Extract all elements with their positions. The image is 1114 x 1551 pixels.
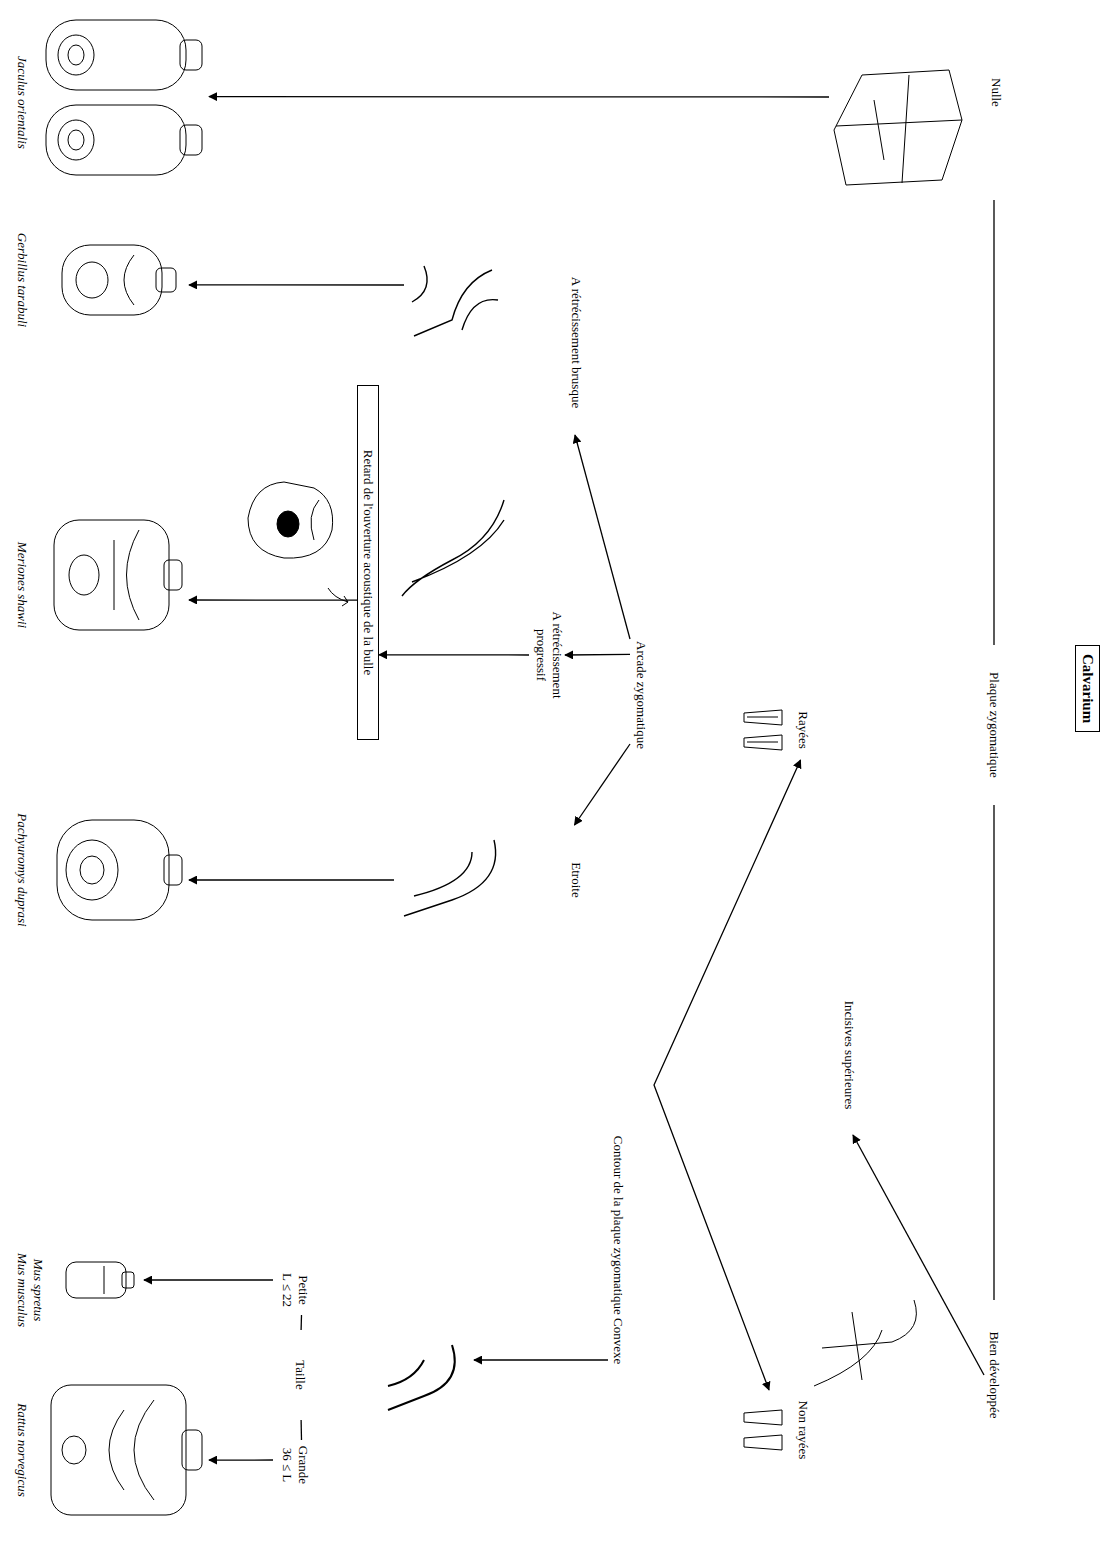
key-label: A rétrécissement brusque (568, 277, 584, 408)
connector-arrow (853, 1135, 984, 1375)
species-name: Pachyuromys duprasi (14, 813, 30, 926)
key-label: Arcade zygomatique (633, 641, 649, 749)
key-step: Incisives supérieures (839, 975, 859, 1135)
species-label-group: Rattus norvegicus (14, 1360, 209, 1540)
key-label: Incisives supérieures (841, 1001, 857, 1110)
note-box: Retard de l'ouverture acoustique de la b… (357, 385, 379, 740)
small-arrow (328, 588, 348, 606)
connector-arrow (144, 1279, 273, 1280)
key-label: Nulle (988, 78, 1004, 107)
acoustic-opening (277, 511, 299, 537)
connector-arrow (654, 760, 801, 1390)
key-step: Grande36 ≤ L (273, 1440, 311, 1490)
incisor-drawing (744, 1410, 782, 1450)
incisor-drawing (744, 710, 782, 750)
connector-arrow (209, 1459, 273, 1460)
skull-drawing (54, 520, 182, 630)
connector-arrow (189, 284, 404, 285)
connector-line (993, 805, 994, 1300)
zygomatic-plate-drawing (814, 1300, 916, 1386)
species-label-group: Pachyuromys duprasi (14, 790, 189, 950)
skull-drawing (46, 20, 202, 175)
title-box: Calvarium (1075, 645, 1100, 732)
key-step: Rayées (741, 700, 811, 760)
zygomatic-plate-drawing (388, 1345, 455, 1410)
key-step: PetiteL ≤ 22 (273, 1265, 311, 1315)
species-name: Rattus norvegicus (14, 1403, 30, 1497)
zygomatic-plate-drawing (834, 70, 962, 185)
connector-arrow (209, 96, 829, 98)
key-label: Petite (295, 1275, 311, 1305)
connector-arrow (565, 654, 630, 656)
species-name: Mus spretus (30, 1259, 46, 1322)
key-label: A rétrécissement progressif (533, 597, 565, 713)
key-step: A rétrécissement brusque (404, 250, 584, 435)
species-label-group: Meriones shawii (14, 500, 189, 670)
key-label: L ≤ 22 (279, 1273, 295, 1307)
connector-arrow (379, 654, 529, 656)
key-step: Arcade zygomatique (630, 625, 652, 765)
connector-line (300, 1420, 302, 1440)
key-step: Contour de la plaque zygomatique Convexe (608, 1090, 628, 1410)
key-step: Non rayées (741, 1390, 811, 1470)
key-label: Grande (295, 1446, 311, 1484)
species-label-group: Gerbillus tarabuli (14, 215, 189, 345)
connector-arrow (474, 1359, 608, 1360)
zygomatic-arch-drawing (402, 500, 504, 596)
key-label: Taille (292, 1360, 308, 1389)
zygomatic-arch-drawing (412, 266, 498, 336)
connector-line (300, 1315, 302, 1330)
skull-drawing (57, 820, 182, 920)
skull-drawing (51, 1385, 202, 1515)
key-label: Plaque zygomatique (986, 672, 1002, 778)
species-name: Mus musculus (14, 1253, 30, 1327)
key-label: 36 ≤ L (279, 1448, 295, 1483)
connector-arrow (575, 435, 630, 639)
skull-drawing (66, 1262, 134, 1298)
key-label: Bien développée (986, 1332, 1002, 1419)
key-step: Plaque zygomatique (984, 645, 1004, 805)
key-label: Non rayées (795, 1401, 811, 1460)
zygomatic-arch-drawing (404, 840, 496, 916)
connector-arrow (575, 744, 631, 825)
key-step: Bien développée (984, 1300, 1004, 1450)
connector-line (993, 200, 994, 645)
species-name: Gerbillus tarabuli (14, 233, 30, 327)
species-label-group: Mus spretusMus musculus (14, 1245, 144, 1335)
key-step: Taille (292, 1330, 474, 1420)
key-step: A rétrécissement progressif (529, 592, 565, 718)
key-label: Rayées (795, 711, 811, 749)
connector-arrow (189, 879, 394, 880)
connector-arrow (189, 599, 357, 600)
key-label: Retard de l'ouverture acoustique de la b… (360, 450, 376, 675)
species-name: Jaculus orientalis (14, 56, 30, 149)
key-label: Contour de la plaque zygomatique Convexe (610, 1136, 626, 1365)
species-label-group: Jaculus orientalis (14, 5, 209, 200)
key-step: Etroite (394, 825, 584, 935)
bulla-drawing (248, 482, 333, 558)
key-step: Nulle (829, 60, 1004, 200)
key-label: Etroite (568, 862, 584, 897)
skull-drawing (62, 245, 176, 315)
species-name: Meriones shawii (14, 542, 30, 628)
